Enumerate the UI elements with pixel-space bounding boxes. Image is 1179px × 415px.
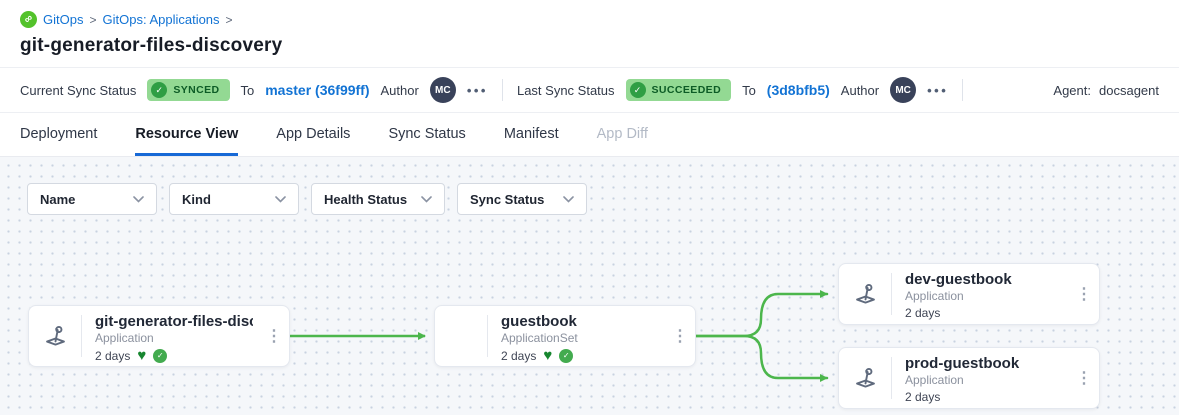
agent-value: docsagent: [1099, 82, 1159, 98]
node-kind: ApplicationSet: [501, 331, 578, 345]
succeeded-badge: ✓ SUCCEEDED: [625, 79, 732, 101]
node-kind: Application: [905, 289, 964, 303]
last-sync-label: Last Sync Status: [516, 82, 615, 98]
status-divider: [501, 79, 503, 101]
node-body: guestbook ApplicationSet 2 days ♥ ✓: [488, 306, 665, 366]
tab-app-details[interactable]: App Details: [276, 126, 351, 142]
tab-bar: Deployment Resource View App Details Syn…: [0, 113, 1179, 157]
chevron-down-icon: [133, 195, 144, 203]
last-author-label: Author: [840, 82, 880, 98]
last-more-button[interactable]: •••: [927, 82, 949, 98]
node-meta: 2 days ♥ ✓: [501, 348, 659, 363]
check-circle-icon: ✓: [151, 82, 168, 98]
breadcrumb: ∞ GitOps > GitOps: Applications >: [20, 11, 1159, 28]
status-divider: [962, 79, 964, 101]
synced-badge-label: SYNCED: [173, 84, 220, 96]
filter-kind-dropdown[interactable]: Kind: [169, 183, 299, 215]
node-kind: Application: [95, 331, 154, 345]
node-menu-button[interactable]: ⋮: [1076, 370, 1092, 387]
succeeded-badge-label: SUCCEEDED: [651, 84, 722, 96]
header: ∞ GitOps > GitOps: Applications > git-ge…: [0, 0, 1179, 57]
node-dev-guestbook[interactable]: dev-guestbook Application 2 days ⋮: [838, 263, 1100, 325]
breadcrumb-separator: >: [89, 12, 97, 27]
gitops-logo-icon: ∞: [20, 11, 37, 28]
node-age: 2 days: [905, 306, 941, 320]
breadcrumb-applications[interactable]: GitOps: Applications: [102, 12, 220, 27]
breadcrumb-separator: >: [225, 12, 233, 27]
current-sync-label: Current Sync Status: [20, 82, 137, 98]
sync-check-icon: ✓: [153, 348, 168, 363]
argo-app-icon: [839, 264, 891, 324]
node-prod-guestbook[interactable]: prod-guestbook Application 2 days ⋮: [838, 347, 1100, 409]
status-bar: Current Sync Status ✓ SYNCED To master (…: [0, 67, 1179, 113]
node-icon-empty: [435, 306, 487, 366]
check-circle-icon: ✓: [629, 82, 646, 98]
node-title: guestbook: [501, 313, 577, 330]
health-heart-icon: ♥: [543, 347, 553, 364]
synced-badge: ✓ SYNCED: [147, 79, 230, 101]
filter-health-status-dropdown[interactable]: Health Status: [311, 183, 445, 215]
filter-bar: Name Kind Health Status Sync Status: [27, 183, 587, 215]
agent-label: Agent:: [1053, 82, 1091, 98]
node-guestbook[interactable]: guestbook ApplicationSet 2 days ♥ ✓ ⋮: [434, 305, 696, 367]
node-body: dev-guestbook Application 2 days: [892, 264, 1069, 324]
node-menu-button[interactable]: ⋮: [266, 328, 282, 345]
last-to-label: To: [742, 82, 756, 98]
chevron-down-icon: [421, 195, 432, 203]
node-meta: 2 days ♥ ✓: [95, 348, 253, 363]
filter-sync-status-label: Sync Status: [470, 191, 545, 207]
agent-group: Agent: docsagent: [1053, 83, 1159, 98]
node-age: 2 days: [905, 390, 941, 404]
resource-graph-canvas[interactable]: Name Kind Health Status Sync Status: [0, 157, 1179, 415]
chevron-down-icon: [563, 195, 574, 203]
filter-sync-status-dropdown[interactable]: Sync Status: [457, 183, 587, 215]
sync-check-icon: ✓: [559, 348, 574, 363]
current-sync-group: Current Sync Status ✓ SYNCED To master (…: [20, 77, 488, 103]
node-meta: 2 days: [905, 390, 1063, 404]
argo-app-icon: [29, 306, 81, 366]
node-divider: [487, 315, 488, 357]
node-meta: 2 days: [905, 306, 1063, 320]
breadcrumb-gitops[interactable]: GitOps: [43, 12, 84, 27]
last-sync-group: Last Sync Status ✓ SUCCEEDED To (3d8bfb5…: [517, 77, 948, 103]
node-menu-button[interactable]: ⋮: [672, 328, 688, 345]
filter-name-dropdown[interactable]: Name: [27, 183, 157, 215]
node-title: git-generator-files-disco...: [95, 313, 253, 330]
node-title: prod-guestbook: [905, 355, 1020, 372]
tab-resource-view[interactable]: Resource View: [135, 113, 239, 156]
filter-kind-label: Kind: [182, 191, 211, 207]
node-age: 2 days: [501, 348, 537, 363]
current-revision-link[interactable]: master (36f99ff): [265, 82, 370, 98]
argo-app-icon: [839, 348, 891, 408]
current-author-avatar[interactable]: MC: [429, 77, 456, 103]
health-heart-icon: ♥: [137, 347, 147, 364]
node-title: dev-guestbook: [905, 271, 1012, 288]
current-to-label: To: [240, 82, 255, 98]
page-title: git-generator-files-discovery: [20, 35, 283, 56]
node-git-generator-files-discovery[interactable]: git-generator-files-disco... Application…: [28, 305, 290, 367]
node-body: git-generator-files-disco... Application…: [82, 306, 259, 366]
filter-health-status-label: Health Status: [324, 191, 408, 207]
node-age: 2 days: [95, 348, 131, 363]
tab-deployment[interactable]: Deployment: [20, 126, 98, 142]
last-author-avatar[interactable]: MC: [890, 77, 917, 103]
node-menu-button[interactable]: ⋮: [1076, 286, 1092, 303]
node-divider: [891, 357, 892, 399]
node-kind: Application: [905, 373, 964, 387]
filter-name-label: Name: [40, 191, 76, 207]
current-more-button[interactable]: •••: [466, 82, 488, 98]
tab-app-diff: App Diff: [596, 126, 648, 142]
node-body: prod-guestbook Application 2 days: [892, 348, 1069, 408]
chevron-down-icon: [275, 195, 286, 203]
current-author-label: Author: [380, 82, 419, 98]
last-revision-link[interactable]: (3d8bfb5): [766, 82, 830, 98]
node-divider: [81, 315, 82, 357]
tab-sync-status[interactable]: Sync Status: [388, 126, 466, 142]
tab-manifest[interactable]: Manifest: [503, 126, 559, 142]
node-divider: [891, 273, 892, 315]
